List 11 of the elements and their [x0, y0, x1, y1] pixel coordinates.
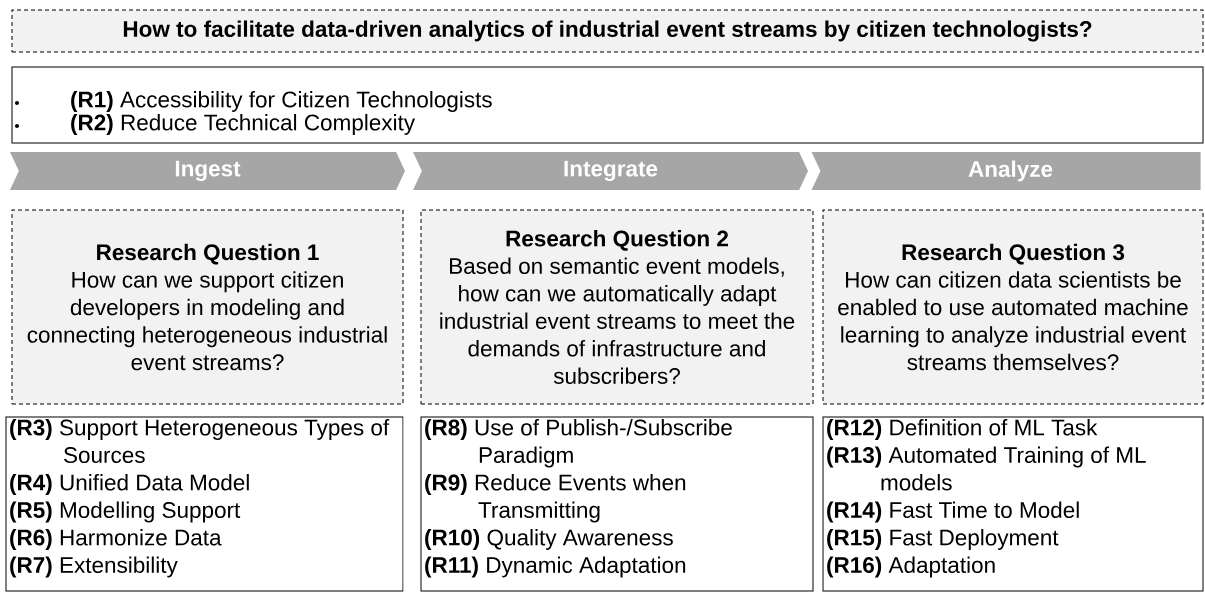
requirements-box: (R3) Support Heterogeneous Types of Sources (R4) Unified Data Model (R5) Modelling Support (R6) Harmonize Data (R7) Extensibility	[5, 416, 404, 592]
requirements-box: (R1) Accessibility for Citizen Technologists (R2) Reduce Technical Complexity	[11, 66, 1204, 144]
phase-banner: Analyze	[811, 152, 1201, 190]
phase-banner: Integrate	[413, 152, 808, 190]
requirements-box: (R12) Definition of ML Task (R13) Automated Training of ML models (R14) Fast Time to Model (R15) Fast Deployment (R16) Adaptation	[822, 416, 1204, 592]
question-box: Research Question 3 How can citizen data scientists be enabled to use automated machine learning to analyze industrial event streams themselves?	[822, 209, 1204, 405]
requirements-box: (R8) Use of Publish-/Subscribe Paradigm (R9) Reduce Events when Transmitting (R10) Quality Awareness (R11) Dynamic Adaptation	[420, 416, 814, 592]
phase-banner: Ingest	[10, 152, 405, 190]
heading-box: How to facilitate data-driven analytics of industrial event streams by citizen technologists?	[11, 9, 1204, 53]
question-box: Research Question 2 Based on semantic event models, how can we automatically adapt industrial event streams to meet the demands of infrastructure and subscribers?	[420, 209, 814, 405]
question-box: Research Question 1 How can we support citizen developers in modeling and connecting heterogeneous industrial event streams?	[11, 209, 404, 405]
